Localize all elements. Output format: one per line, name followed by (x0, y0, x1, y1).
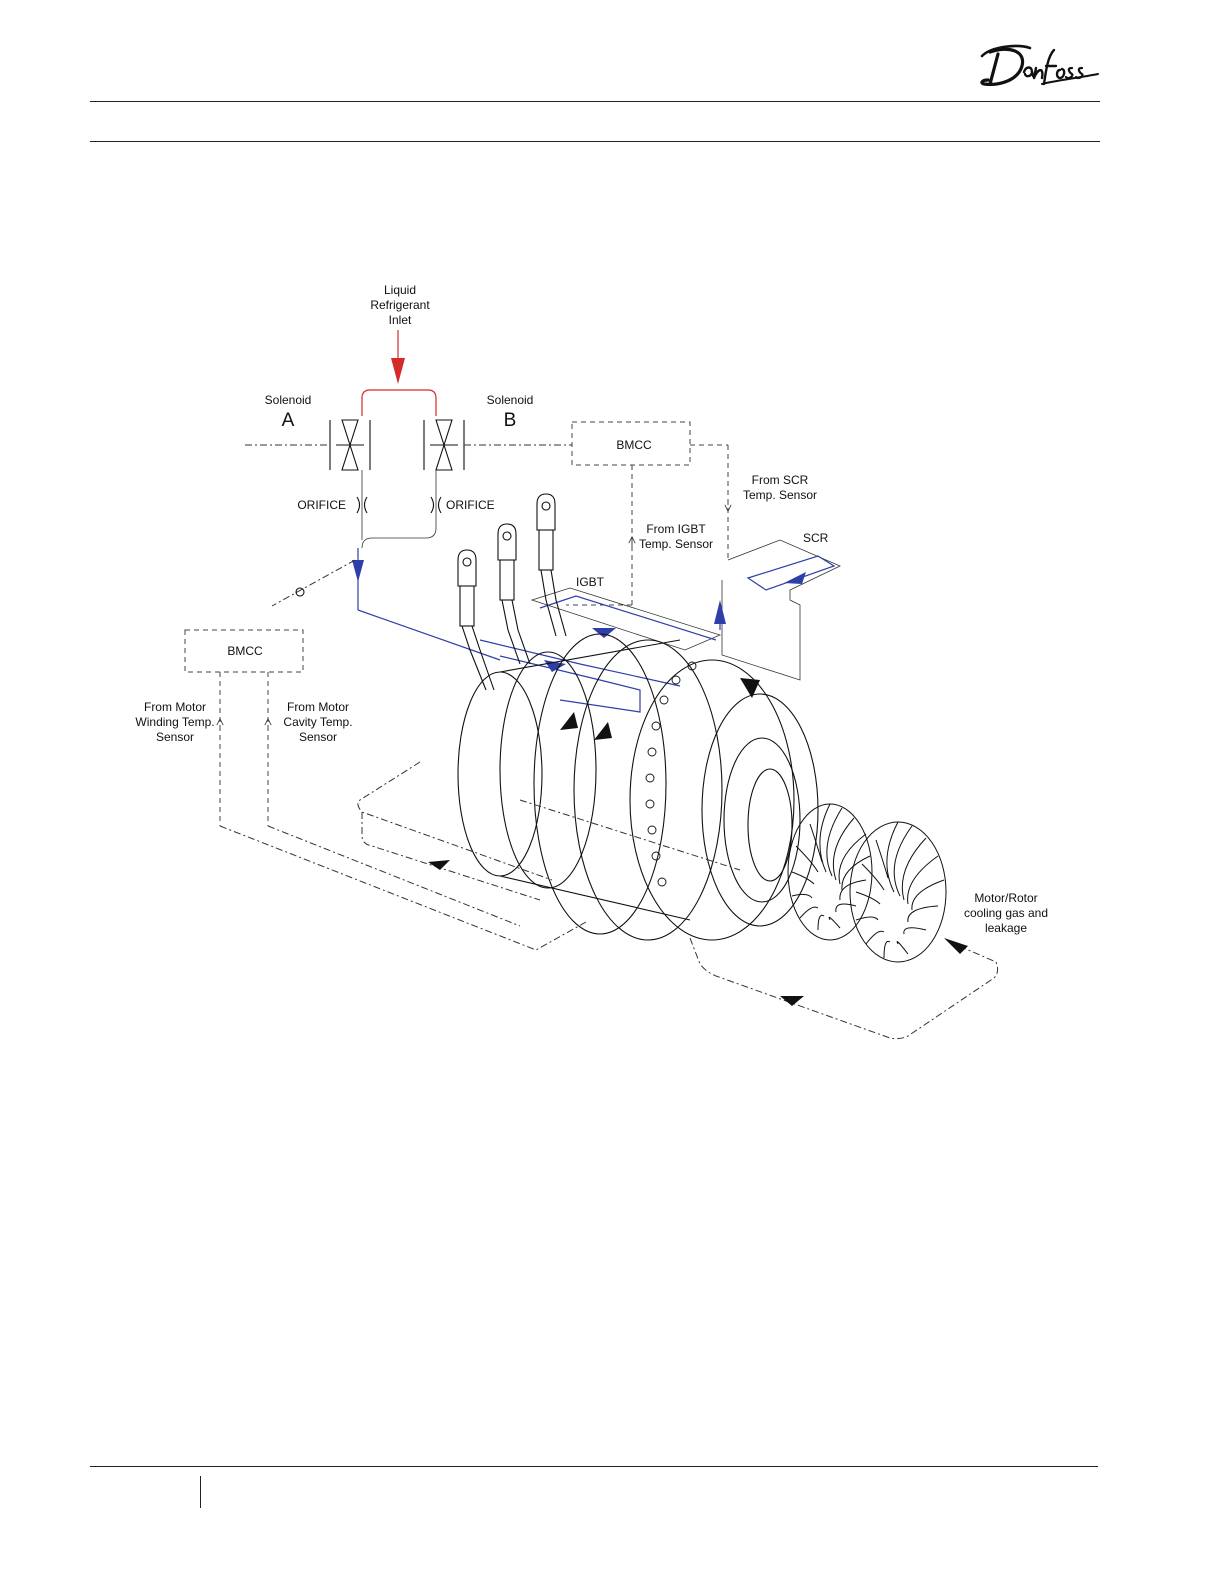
scr-flow-arrow-icon (784, 572, 806, 584)
scr-label: SCR (803, 531, 829, 545)
inlet-arrow-icon (391, 358, 405, 384)
left-gas-loop (358, 762, 552, 880)
motor-rotor-line2: cooling gas and (964, 906, 1048, 920)
solenoid-b-label: Solenoid (487, 393, 534, 407)
solenoid-a-label: Solenoid (265, 393, 312, 407)
terminal-lug-2-icon (498, 524, 530, 664)
from-motor-cavity-line1: From Motor (287, 700, 349, 714)
motor-arrow-3-icon (740, 678, 760, 698)
from-scr-line2: Temp. Sensor (743, 488, 817, 502)
bmcc-left-label: BMCC (227, 644, 263, 658)
impeller-2-icon (850, 822, 946, 962)
from-motor-winding-line3: Sensor (156, 730, 194, 744)
impeller-1-icon (788, 804, 872, 940)
motor-rotor-line1: Motor/Rotor (974, 891, 1037, 905)
inlet-label-line1: Liquid (384, 283, 416, 297)
inlet-label-line3: Inlet (389, 313, 412, 327)
motor-rotor-line3: leakage (985, 921, 1027, 935)
terminal-lug-1-icon (458, 550, 494, 690)
solenoid-a-valve-icon (330, 420, 370, 470)
orifice-right-label: ORIFICE (446, 498, 495, 512)
motor-body (458, 634, 818, 940)
from-motor-winding-line2: Winding Temp. (135, 715, 214, 729)
solenoid-b-valve-icon (424, 420, 464, 470)
bottom-gas-arrow-icon (780, 996, 804, 1006)
scr-up-arrow-icon (714, 600, 726, 624)
motor-arrow-1-icon (560, 712, 578, 730)
flow-arrow-icon (352, 560, 364, 582)
solenoid-a-letter: A (282, 410, 295, 431)
igbt-label: IGBT (576, 575, 605, 589)
from-motor-cavity-line3: Sensor (299, 730, 337, 744)
from-igbt-line2: Temp. Sensor (639, 537, 713, 551)
right-gas-loop (690, 938, 998, 1039)
motor-arrow-2-icon (594, 722, 612, 740)
terminal-lugs (458, 494, 566, 690)
from-motor-winding-line1: From Motor (144, 700, 206, 714)
inlet-manifold (362, 390, 436, 416)
labels: Liquid Refrigerant Inlet Solenoid A Sole… (135, 283, 1048, 935)
terminal-lug-3-icon (537, 494, 566, 636)
scr-heat-sink (714, 540, 840, 680)
orifice-left-label: ORIFICE (297, 498, 346, 512)
impeller-gas-arrow-icon (944, 938, 968, 954)
igbt-coolant-plate (480, 588, 720, 712)
bmcc-top-label: BMCC (616, 438, 652, 452)
solenoid-b-letter: B (504, 410, 517, 431)
from-motor-cavity-line2: Cavity Temp. (283, 715, 352, 729)
refrigerant-circuit (245, 330, 572, 660)
winding-sensor-line (220, 826, 586, 950)
from-igbt-line1: From IGBT (646, 522, 706, 536)
inlet-label-line2: Refrigerant (370, 298, 430, 312)
from-scr-line1: From SCR (752, 473, 809, 487)
